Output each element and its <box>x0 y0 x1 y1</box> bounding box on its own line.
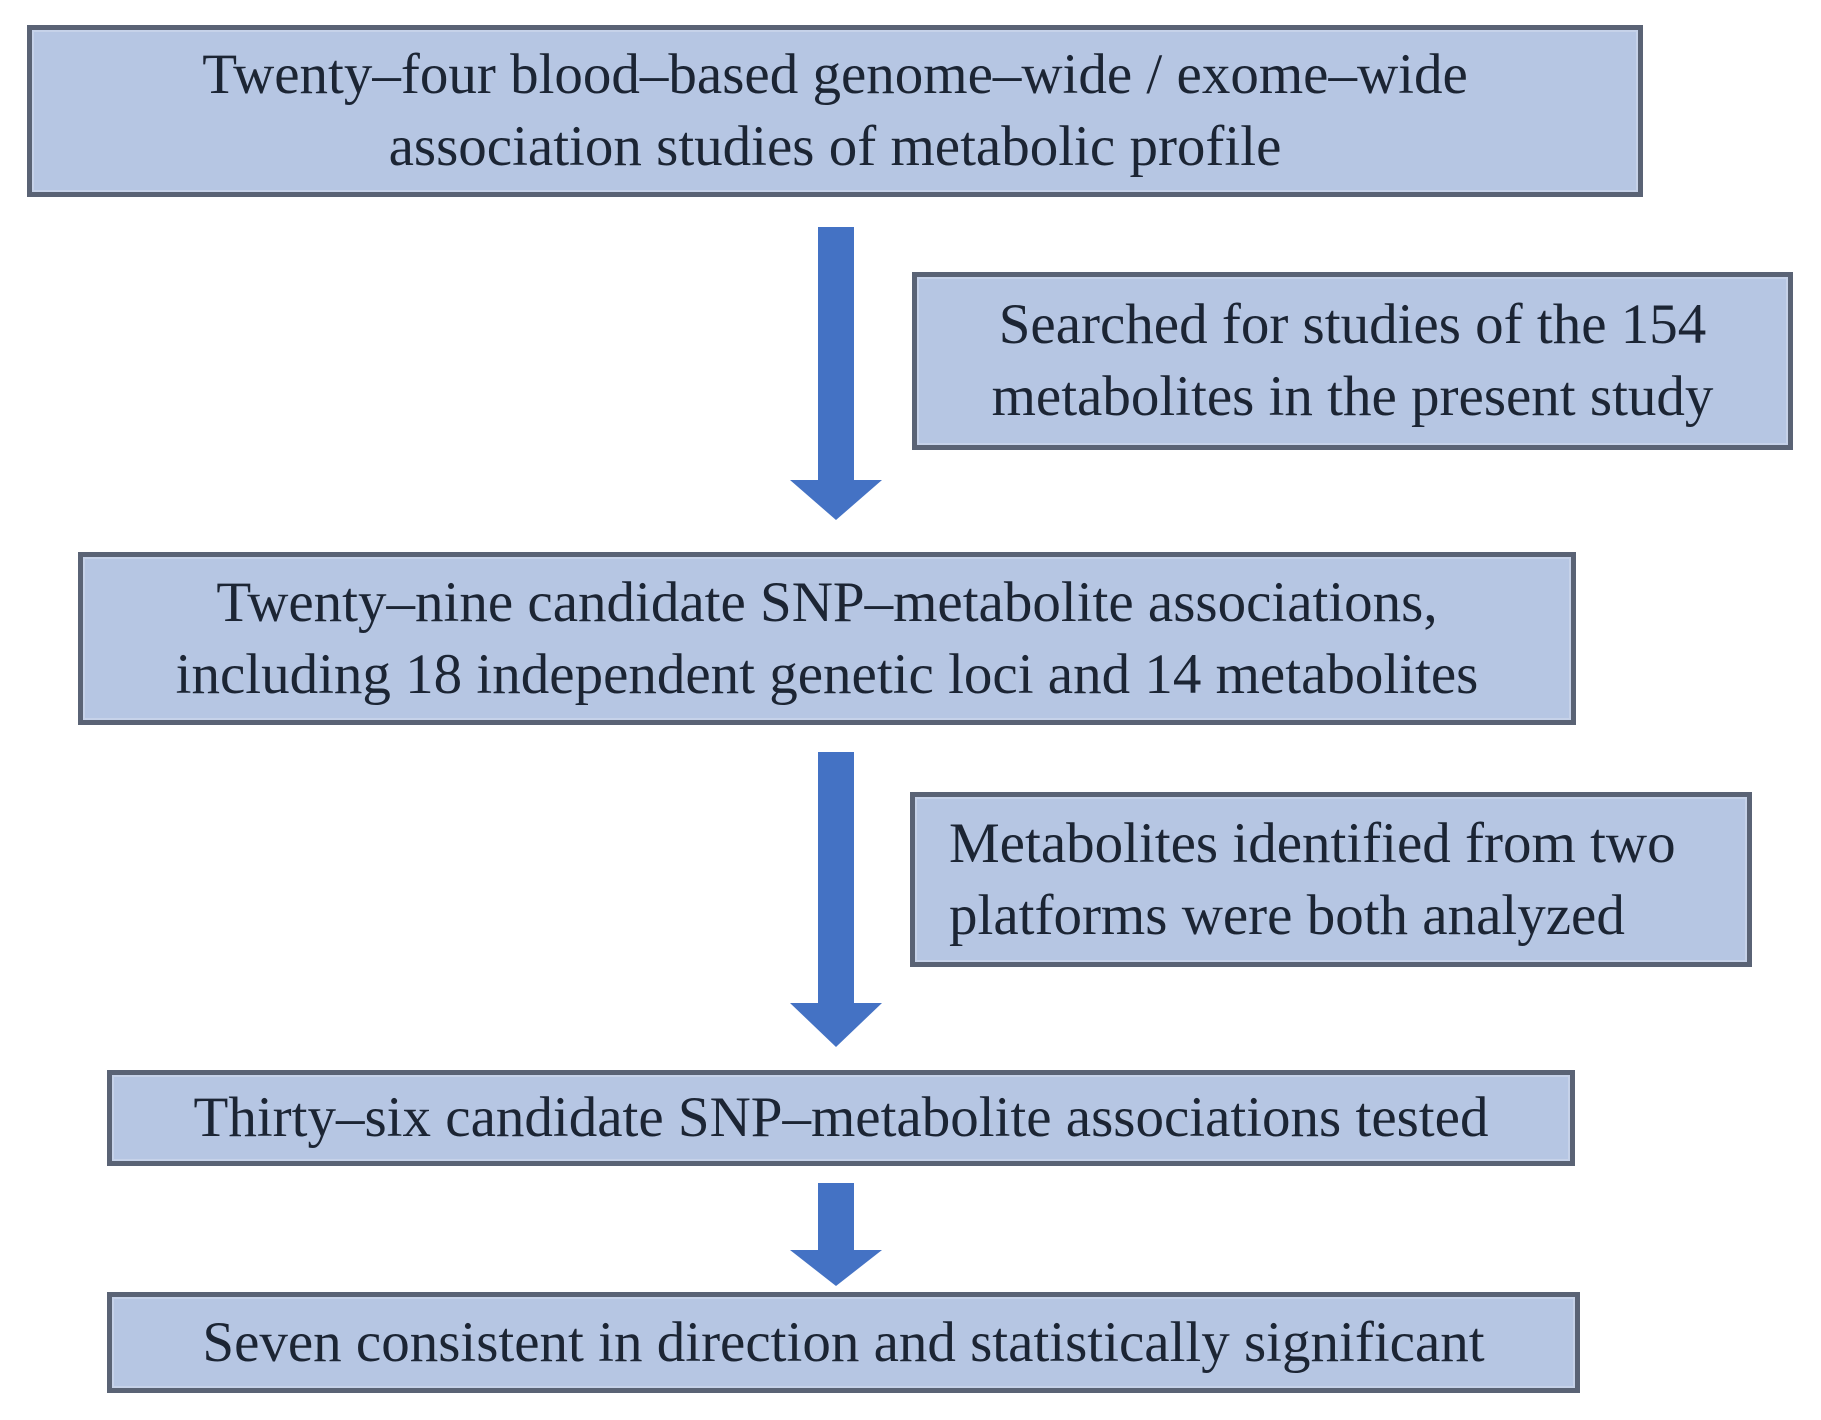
node-significant-associations-line-1: Seven consistent in direction and statis… <box>202 1310 1485 1374</box>
annotation-platform-note: Metabolites identified from two platform… <box>910 792 1752 967</box>
arrow-head-icon <box>790 1003 882 1047</box>
arrow-shaft <box>818 752 854 1003</box>
annotation-platform-note-line-1: Metabolites identified from two <box>949 811 1676 875</box>
node-candidate-associations-line-2: including 18 independent genetic loci an… <box>175 642 1479 706</box>
node-studies-pool-line-2: association studies of metabolic profile <box>388 115 1282 178</box>
annotation-search-note: Searched for studies of the 154 metaboli… <box>912 272 1793 450</box>
arrow-shaft <box>818 227 854 480</box>
arrow-head-icon <box>790 480 882 520</box>
node-studies-pool: Twenty–four blood–based genome–wide / ex… <box>27 25 1643 197</box>
node-associations-tested-line-1: Thirty–six candidate SNP–metabolite asso… <box>193 1086 1489 1150</box>
annotation-search-note-line-2: metabolites in the present study <box>991 365 1714 428</box>
node-significant-associations: Seven consistent in direction and statis… <box>107 1292 1580 1393</box>
node-studies-pool-line-1: Twenty–four blood–based genome–wide / ex… <box>202 43 1468 107</box>
annotation-search-note-line-1: Searched for studies of the 154 <box>998 293 1707 357</box>
node-candidate-associations-line-1: Twenty–nine candidate SNP–metabolite ass… <box>216 570 1438 634</box>
node-associations-tested: Thirty–six candidate SNP–metabolite asso… <box>107 1070 1575 1166</box>
arrow-head-icon <box>790 1250 882 1286</box>
arrow-shaft <box>818 1183 854 1250</box>
annotation-platform-note-line-2: platforms were both analyzed <box>949 883 1625 947</box>
node-candidate-associations: Twenty–nine candidate SNP–metabolite ass… <box>78 552 1576 725</box>
